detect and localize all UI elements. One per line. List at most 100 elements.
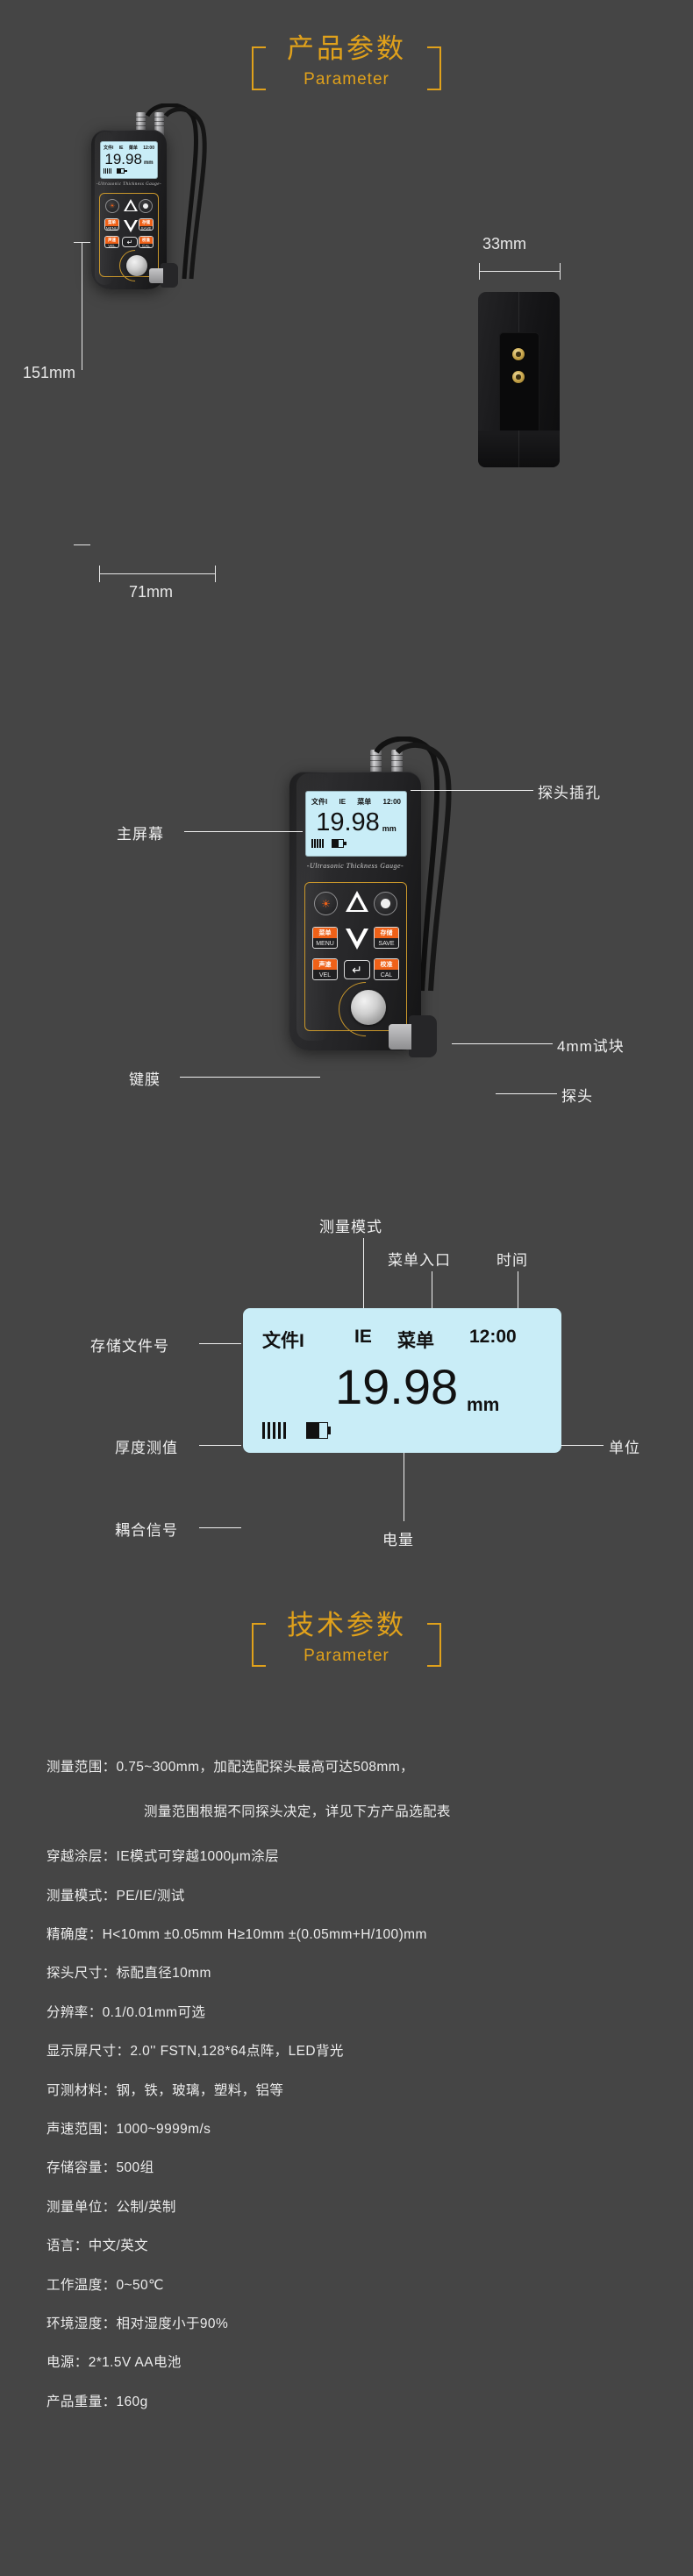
bracket-right-icon-2 bbox=[427, 1623, 441, 1667]
lcd-mode: IE bbox=[118, 145, 124, 151]
device-keypad-2: ☀ 菜单 MENU bbox=[304, 882, 407, 1048]
big-lcd-menu: 菜单 bbox=[397, 1331, 434, 1351]
enter-key[interactable]: ↵ bbox=[122, 237, 138, 247]
probe-tip bbox=[149, 268, 163, 283]
connector-right bbox=[154, 112, 164, 135]
probe-socket-lower bbox=[512, 371, 525, 383]
callout-test-block: 4mm试块 bbox=[557, 1038, 625, 1055]
leader-test-block bbox=[452, 1043, 553, 1044]
device-front-body: 文件I IE 菜单 12:00 19.98 mm -Ultrasonic Thi… bbox=[91, 130, 167, 289]
spec-row: 可测材料：钢，铁，玻璃，塑料，铝等 bbox=[46, 2083, 284, 2098]
leader-probe bbox=[496, 1093, 557, 1094]
section-header-product-params: 产品参数 Parameter bbox=[0, 32, 693, 91]
velocity-key-2[interactable]: 声速 VEL bbox=[312, 958, 338, 980]
cable-paths bbox=[145, 103, 207, 280]
spec-row: 测量范围：0.75~300mm，加配选配探头最高可达508mm， bbox=[46, 1760, 414, 1775]
leader-probe-socket bbox=[411, 790, 533, 791]
lcd2-battery-icon bbox=[332, 839, 346, 848]
dimension-height-label: 151mm bbox=[23, 364, 76, 381]
leader-unit bbox=[561, 1445, 604, 1446]
save-key-2[interactable]: 存储 SAVE bbox=[374, 927, 399, 949]
dimension-width-label: 71mm bbox=[129, 583, 174, 601]
lcd2-file-label: 文件I bbox=[311, 798, 328, 806]
device-keypad: ☀ 菜单 MENU bbox=[99, 193, 159, 288]
enter-key-2[interactable]: ↵ bbox=[344, 960, 370, 979]
lcd-menu: 菜单 bbox=[128, 146, 138, 151]
lcd-time: 12:00 bbox=[143, 145, 154, 151]
callout-file-number: 存储文件号 bbox=[90, 1338, 169, 1355]
spec-row: 精确度：H<10mm ±0.05mm H≥10mm ±(0.05mm+H/100… bbox=[46, 1927, 427, 1942]
leader-coupling-signal bbox=[199, 1527, 241, 1528]
callout-menu-entry: 菜单入口 bbox=[388, 1252, 451, 1269]
power-backlight-key-2[interactable]: ☀ bbox=[314, 892, 338, 915]
callout-unit: 单位 bbox=[609, 1440, 640, 1456]
record-key-2[interactable] bbox=[374, 892, 397, 915]
big-lcd-mode: IE bbox=[354, 1327, 372, 1347]
leader-file-number bbox=[199, 1343, 241, 1344]
callout-time: 时间 bbox=[497, 1252, 528, 1269]
probe-tip-2 bbox=[389, 1024, 411, 1050]
callout-probe: 探头 bbox=[561, 1088, 593, 1105]
connector-left-2 bbox=[370, 750, 382, 778]
velocity-key[interactable]: 声速 VEL bbox=[104, 236, 119, 248]
record-key[interactable] bbox=[139, 199, 153, 213]
big-lcd-time: 12:00 bbox=[469, 1327, 517, 1347]
device-brand-text-2: -Ultrasonic Thickness Gauge- bbox=[306, 862, 404, 870]
lcd2-time: 12:00 bbox=[382, 798, 401, 806]
device-back-body bbox=[478, 292, 560, 467]
lcd-battery-icon bbox=[117, 168, 127, 174]
cal-key[interactable]: 校准 CAL bbox=[139, 236, 154, 248]
lcd-thickness-value: 19.98 bbox=[104, 151, 142, 167]
section-title-en-2: Parameter bbox=[304, 1647, 389, 1665]
lcd2-menu: 菜单 bbox=[357, 798, 372, 806]
lcd2-unit: mm bbox=[382, 824, 397, 833]
spec-row: 环境湿度：相对湿度小于90% bbox=[46, 2316, 229, 2331]
leader-measure-mode bbox=[363, 1238, 364, 1308]
up-arrow-key-2[interactable] bbox=[346, 891, 368, 912]
back-panel-recess bbox=[499, 332, 539, 439]
callout-main-screen: 主屏幕 bbox=[117, 826, 164, 843]
spec-row: 探头尺寸：标配直径10mm bbox=[46, 1966, 211, 1981]
spec-row: 测量范围根据不同探头决定，详见下方产品选配表 bbox=[144, 1804, 451, 1819]
test-block-4mm-2 bbox=[351, 990, 386, 1025]
lcd-coupling-signal-icon bbox=[104, 168, 112, 174]
section-header-tech-params: 技术参数 Parameter bbox=[0, 1608, 693, 1668]
section-title-cn-2: 技术参数 bbox=[287, 1610, 406, 1640]
big-lcd-unit: mm bbox=[467, 1395, 500, 1415]
section-title-cn: 产品参数 bbox=[287, 33, 406, 64]
probe-socket-upper bbox=[512, 348, 525, 360]
device-lcd-screen: 文件I IE 菜单 12:00 19.98 mm bbox=[100, 141, 158, 179]
menu-key-2[interactable]: 菜单 MENU bbox=[312, 927, 338, 949]
lcd2-coupling-signal-icon bbox=[311, 839, 325, 848]
down-arrow-key[interactable] bbox=[124, 220, 138, 232]
big-lcd-battery-icon bbox=[306, 1422, 331, 1439]
spec-row: 显示屏尺寸：2.0'' FSTN,128*64点阵，LED背光 bbox=[46, 2044, 344, 2059]
callout-keypad: 键膜 bbox=[129, 1071, 161, 1088]
down-arrow-key-2[interactable] bbox=[346, 929, 368, 950]
lcd-file-label: 文件I bbox=[104, 146, 114, 151]
spec-row: 测量单位：公制/英制 bbox=[46, 2200, 176, 2215]
menu-key[interactable]: 菜单 MENU bbox=[104, 218, 119, 231]
save-key[interactable]: 存储 SAVE bbox=[139, 218, 154, 231]
bracket-left-icon-2 bbox=[252, 1623, 266, 1667]
callout-measure-mode: 测量模式 bbox=[319, 1219, 382, 1235]
lcd2-mode: IE bbox=[339, 798, 346, 806]
cable-paths-2 bbox=[374, 737, 452, 992]
connector-left bbox=[136, 112, 146, 135]
spec-row: 语言：中文/英文 bbox=[46, 2238, 149, 2253]
test-block-4mm bbox=[126, 255, 147, 276]
cal-key-2[interactable]: 校准 CAL bbox=[374, 958, 399, 980]
spec-row: 穿越涂层：IE模式可穿越1000μm涂层 bbox=[46, 1849, 279, 1864]
callout-thickness-value: 厚度测值 bbox=[115, 1440, 178, 1456]
spec-row: 工作温度：0~50℃ bbox=[46, 2278, 164, 2293]
spec-row: 声速范围：1000~9999m/s bbox=[46, 2122, 211, 2137]
callout-probe-socket: 探头插孔 bbox=[538, 785, 601, 801]
callout-battery: 电量 bbox=[382, 1532, 414, 1548]
spec-row: 存储容量：500组 bbox=[46, 2160, 154, 2175]
power-backlight-key[interactable]: ☀ bbox=[105, 199, 119, 213]
leader-keypad bbox=[180, 1077, 320, 1078]
up-arrow-key[interactable] bbox=[124, 199, 138, 211]
